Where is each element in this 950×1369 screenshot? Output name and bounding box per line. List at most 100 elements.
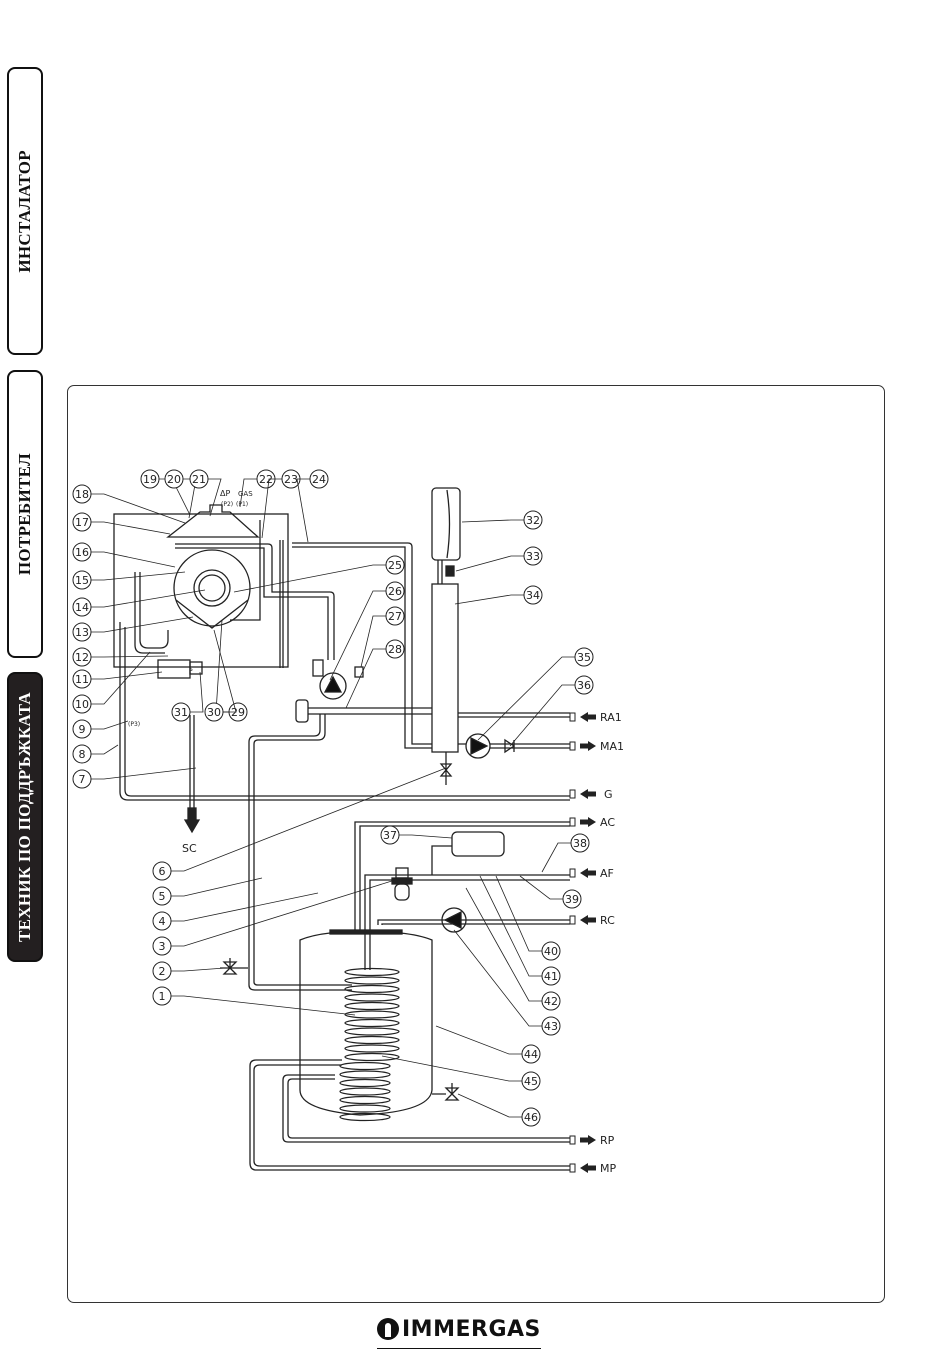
- callout-leader: [542, 843, 571, 872]
- callout-26: 26: [330, 582, 404, 680]
- callout-leader: [462, 520, 524, 522]
- callout-31: 31: [172, 672, 203, 721]
- callout-leader: [456, 556, 524, 571]
- callout-number: 2: [159, 965, 166, 978]
- callout-number: 18: [75, 488, 89, 501]
- pipe-fitting: [570, 713, 575, 721]
- callout-number: 7: [79, 773, 86, 786]
- callout-40: 40: [496, 876, 560, 960]
- arrow-right-icon: [580, 1135, 596, 1145]
- callout-5: 5: [153, 878, 262, 905]
- gas-valve: [158, 660, 190, 678]
- callout-leader: [91, 552, 175, 567]
- callout-leader: [346, 649, 386, 708]
- connection-label: RA1: [600, 711, 622, 724]
- callout-34: 34: [455, 586, 542, 604]
- callout-35: 35: [478, 648, 593, 740]
- callout-leader: [234, 565, 386, 592]
- callout-leader: [216, 620, 229, 712]
- callout-number: 12: [75, 651, 89, 664]
- callout-leader: [458, 1094, 522, 1117]
- callout-13: 13: [73, 617, 193, 641]
- callout-11: 11: [73, 670, 162, 688]
- callout-leader: [171, 996, 355, 1015]
- callout-leader: [190, 672, 203, 712]
- callout-number: 44: [524, 1048, 538, 1061]
- callout-number: 27: [388, 610, 402, 623]
- connection-label: RP: [600, 1134, 615, 1147]
- callout-number: 45: [524, 1075, 538, 1088]
- callout-leader: [91, 721, 128, 729]
- tank-flange: [330, 930, 402, 934]
- callout-number: 37: [383, 829, 397, 842]
- callout-36: 36: [510, 676, 593, 746]
- callout-number: 19: [143, 473, 157, 486]
- callout-number: 36: [577, 679, 591, 692]
- callout-leader: [171, 968, 225, 971]
- callout-number: 32: [526, 514, 540, 527]
- connection-ac: AC: [570, 816, 615, 829]
- pipe-fitting: [570, 916, 575, 924]
- callout-24: 24: [297, 470, 328, 542]
- callout-39: 39: [520, 876, 581, 908]
- connection-af: AF: [570, 867, 614, 880]
- callout-leader: [91, 572, 185, 580]
- callout-number: 17: [75, 516, 89, 529]
- callout-number: 33: [526, 550, 540, 563]
- callout-number: 5: [159, 890, 166, 903]
- callout-3: 3: [153, 880, 395, 955]
- connection-rc: RC: [570, 914, 615, 927]
- delta-p-label: ΔP: [220, 489, 230, 498]
- callout-leader: [436, 1026, 522, 1054]
- logo-mark-icon: [377, 1318, 399, 1340]
- callout-leader: [91, 672, 162, 679]
- callout-number: 16: [75, 546, 89, 559]
- dhw-expansion-vessel: [452, 832, 504, 856]
- connection-rp: RP: [570, 1134, 615, 1147]
- callout-number: 8: [79, 748, 86, 761]
- callout-leader: [91, 494, 185, 523]
- callout-7: 7: [73, 768, 196, 788]
- callout-leader: [171, 880, 395, 946]
- callout-14: 14: [73, 590, 205, 616]
- callout-8: 8: [73, 745, 118, 763]
- connection-g: G: [570, 788, 613, 801]
- callout-leader: [382, 1056, 522, 1081]
- hydraulic-separator: [432, 584, 458, 752]
- callout-number: 39: [565, 893, 579, 906]
- pipe-fitting: [570, 1164, 575, 1172]
- callout-1: 1: [153, 987, 355, 1015]
- burner-core: [199, 575, 225, 601]
- callout-number: 14: [75, 601, 89, 614]
- flue-hood: [168, 505, 258, 537]
- callout-leader: [361, 616, 386, 667]
- arrow-left-icon: [580, 712, 596, 722]
- expansion-vessel: [432, 488, 460, 560]
- callout-leader: [91, 590, 205, 607]
- callout-leader: [91, 656, 168, 657]
- callout-number: 10: [75, 698, 89, 711]
- callout-number: 28: [388, 643, 402, 656]
- callout-number: 41: [544, 970, 558, 983]
- heat-exchanger: [174, 550, 250, 626]
- connection-label: AC: [600, 816, 615, 829]
- callout-number: 40: [544, 945, 558, 958]
- callout-number: 6: [159, 865, 166, 878]
- callout-number: 30: [207, 706, 221, 719]
- callout-leader: [91, 617, 193, 632]
- callout-44: 44: [436, 1026, 540, 1063]
- callout-number: 23: [284, 473, 298, 486]
- arrow-right-icon: [580, 817, 596, 827]
- callout-leader: [214, 630, 236, 712]
- pipe-fitting: [570, 818, 575, 826]
- connection-ma1: MA1: [570, 740, 624, 753]
- callout-45: 45: [382, 1056, 540, 1090]
- p-small-label: P: [189, 668, 193, 675]
- callout-number: 35: [577, 651, 591, 664]
- connection-label: MA1: [600, 740, 624, 753]
- gas-label: GAS: [238, 490, 253, 498]
- callout-leader: [510, 685, 575, 746]
- arrow-right-icon: [580, 741, 596, 751]
- callout-number: 24: [312, 473, 326, 486]
